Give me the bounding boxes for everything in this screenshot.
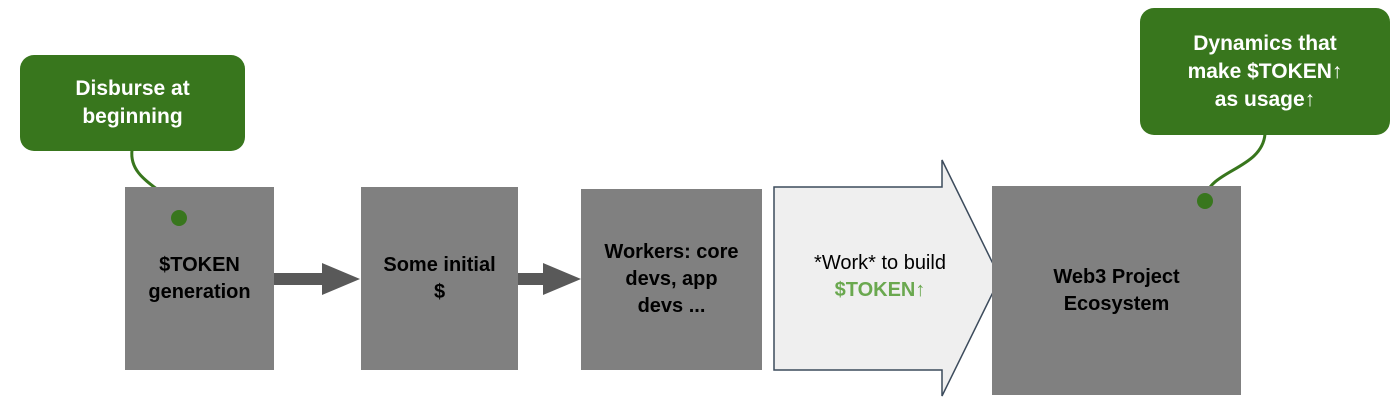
dynamics-callout-text: Dynamics that make $TOKEN↑ as usage↑	[1187, 31, 1343, 111]
work-chevron-arrow	[773, 159, 1001, 397]
work-arrow-text: *Work* to build $TOKEN↑	[776, 250, 984, 304]
dynamics-callout: Dynamics that make $TOKEN↑ as usage↑	[1140, 8, 1390, 135]
arrow-initial-to-workers	[518, 263, 581, 295]
work-arrow-token: $TOKEN↑	[834, 279, 926, 301]
initial-money-box: Some initial $	[361, 187, 518, 370]
ecosystem-label: Web3 Project Ecosystem	[1053, 265, 1180, 315]
workers-box: Workers: core devs, app devs ...	[581, 189, 762, 370]
ecosystem-box: Web3 Project Ecosystem	[992, 186, 1241, 395]
initial-money-label: Some initial $	[383, 253, 496, 303]
token-generation-label: $TOKEN generation	[148, 253, 251, 303]
workers-label: Workers: core devs, app devs ...	[604, 241, 739, 317]
arrow-token-to-initial	[274, 263, 360, 295]
disburse-callout-text: Disburse at beginning	[75, 77, 190, 128]
token-generation-box: $TOKEN generation	[125, 187, 274, 370]
work-arrow-line1: *Work* to build	[814, 252, 946, 274]
disburse-callout: Disburse at beginning	[20, 55, 245, 151]
